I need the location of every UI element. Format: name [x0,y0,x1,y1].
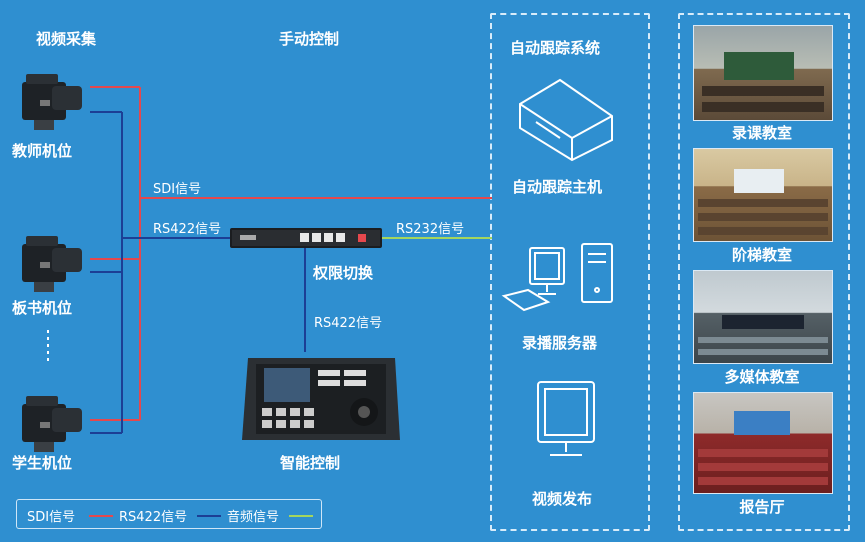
legend: SDI信号 RS422信号 音频信号 [16,499,322,529]
camera-label-board: 板书机位 [12,299,73,317]
legend-swatch-rs422 [197,515,221,517]
sdi-lines [90,86,492,421]
legend-swatch-sdi [89,515,113,517]
camera-icon-teacher [22,74,82,130]
sdi-signal-label: SDI信号 [153,182,202,197]
rooms-box [678,13,850,531]
tracking-system-box [490,13,650,531]
camera-label-teacher: 教师机位 [12,142,73,160]
camera-icon-student [22,396,82,452]
legend-swatch-audio [289,515,313,517]
switcher-label: 权限切换 [313,264,374,282]
tracking-host-label: 自动跟踪主机 [512,178,603,196]
rs232-signal-label: RS232信号 [396,222,465,237]
room-label-auditorium: 报告厅 [739,498,785,516]
room-label-multimedia: 多媒体教室 [724,368,800,386]
room-photo-recording [693,25,833,121]
camera-label-student: 学生机位 [12,454,73,472]
room-label-recording: 录课教室 [731,124,792,142]
camera-icon-board [22,236,82,292]
capture-header: 视频采集 [36,30,97,48]
switcher-device [230,228,382,248]
rs422-signal-label-top: RS422信号 [153,222,222,237]
tracking-system-header: 自动跟踪系统 [510,39,601,57]
video-publish-icon [537,381,595,456]
room-photo-multimedia [693,270,833,364]
controller-device [242,358,400,440]
legend-label-audio: 音频信号 [227,510,280,525]
recording-server-icon [501,243,613,312]
room-photo-lecture-hall [693,148,833,242]
rs422-signal-label-bottom: RS422信号 [314,316,383,331]
room-photo-auditorium [693,392,833,494]
recording-server-label: 录播服务器 [522,334,598,352]
legend-label-sdi: SDI信号 [27,510,76,525]
room-label-lecture-hall: 阶梯教室 [731,246,792,264]
controller-label: 智能控制 [280,454,341,472]
rs422-lines [90,111,306,434]
tracking-host-icon [519,78,613,162]
video-publish-label: 视频发布 [532,490,593,508]
manual-control-header: 手动控制 [279,30,340,48]
legend-label-rs422: RS422信号 [119,510,188,525]
